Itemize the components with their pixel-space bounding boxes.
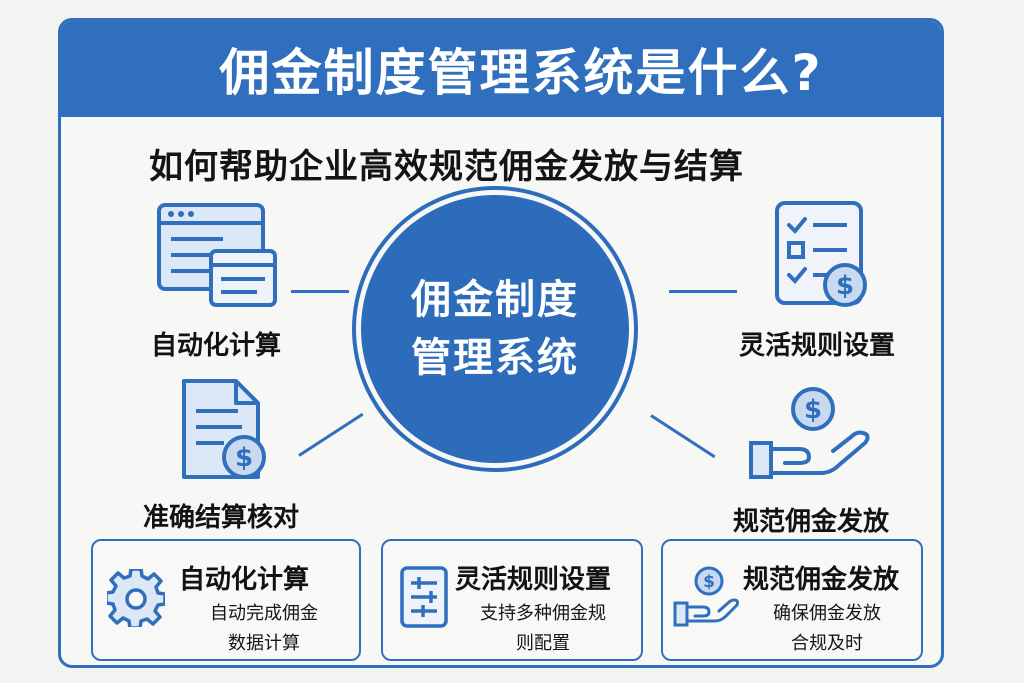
card-desc-line: 合规及时: [791, 633, 863, 654]
feature-label: 准确结算核对: [142, 503, 299, 533]
svg-text:$: $: [703, 572, 715, 592]
feature-standard-payout: $ 规范佣金发放: [701, 385, 921, 538]
svg-text:$: $: [804, 395, 822, 425]
card-desc-line: 自动完成佣金: [210, 603, 318, 624]
infographic-frame: 佣金制度管理系统是什么? 如何帮助企业高效规范佣金发放与结算 佣金制度 管理系统…: [58, 18, 944, 668]
connector-top-left: [291, 290, 349, 293]
card-title: 灵活规则设置: [455, 565, 612, 595]
card-desc-line: 数据计算: [228, 633, 300, 654]
page-title: 佣金制度管理系统是什么?: [219, 44, 823, 102]
feature-accurate-settlement: $ 准确结算核对: [101, 377, 341, 534]
hub-title-line2: 管理系统: [411, 335, 579, 381]
hub-title-line1: 佣金制度: [411, 277, 579, 323]
title-banner: 佣金制度管理系统是什么?: [61, 21, 941, 117]
card-title: 自动化计算: [179, 565, 310, 595]
svg-text:$: $: [836, 271, 854, 301]
hand-coin-icon: $: [673, 566, 740, 627]
feature-flexible-rules: $ 灵活规则设置: [707, 199, 927, 362]
feature-label: 灵活规则设置: [738, 331, 895, 361]
info-card-standard-payout: $ 规范佣金发放 确保佣金发放 合规及时: [661, 539, 923, 661]
feature-label: 规范佣金发放: [732, 507, 889, 537]
central-hub-circle: 佣金制度 管理系统: [361, 195, 629, 463]
card-description: 自动完成佣金 数据计算: [189, 599, 339, 659]
card-desc-line: 则配置: [516, 633, 570, 654]
card-desc-line: 确保佣金发放: [773, 603, 881, 624]
card-description: 支持多种佣金规 则配置: [455, 599, 631, 659]
info-card-flexible-rules: 灵活规则设置 支持多种佣金规 则配置: [381, 539, 643, 661]
hand-coin-icon: $: [749, 387, 870, 479]
info-card-auto-calculation: 自动化计算 自动完成佣金 数据计算: [91, 539, 361, 661]
connector-top-right: [669, 290, 737, 293]
browser-windows-icon: [157, 203, 277, 307]
card-desc-line: 支持多种佣金规: [480, 603, 606, 624]
gear-icon: [107, 569, 165, 627]
card-description: 确保佣金发放 合规及时: [747, 599, 907, 659]
feature-auto-calculation: 自动化计算: [111, 199, 321, 362]
page-subtitle: 如何帮助企业高效规范佣金发放与结算: [149, 147, 744, 187]
sliders-icon: [400, 566, 448, 628]
svg-text:$: $: [235, 443, 253, 473]
document-dollar-icon: $: [182, 379, 266, 479]
checklist-dollar-icon: $: [775, 201, 867, 307]
feature-label: 自动化计算: [150, 331, 281, 361]
card-title: 规范佣金发放: [743, 565, 900, 595]
